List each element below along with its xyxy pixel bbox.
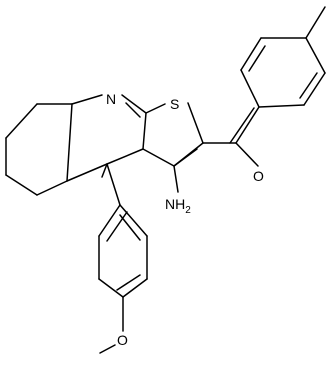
cyclohexane-ring	[5, 103, 73, 196]
tolyl-ring	[240, 6, 326, 108]
nitrogen-label: N	[106, 91, 116, 107]
ether-oxygen-label: O	[117, 332, 128, 348]
pyridine-ring	[66, 94, 147, 182]
sulfur-label: S	[170, 96, 179, 112]
carbonyl-oxygen-label: O	[253, 168, 264, 184]
amine-bond	[173, 165, 179, 193]
amine-subscript: 2	[185, 205, 191, 216]
carbonyl-group	[202, 106, 260, 167]
thiophene-ring	[142, 102, 204, 167]
methoxy-group	[99, 296, 124, 354]
methoxyphenyl-ring	[98, 163, 148, 298]
amine-nh-text: NH	[165, 196, 185, 212]
amine-label: NH2	[165, 196, 191, 216]
